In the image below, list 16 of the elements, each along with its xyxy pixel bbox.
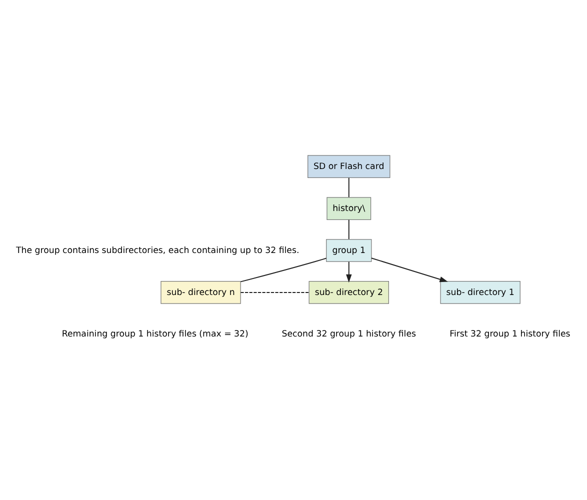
node-box: sub- directory n: [160, 280, 241, 304]
label: The group contains subdirectories, each containing up to 32 files.: [16, 245, 300, 256]
node-box: SD or Flash card: [308, 154, 390, 178]
node-label: Second 32 group 1 history files: [282, 329, 416, 340]
node-label: Remaining group 1 history files (max = 32): [62, 329, 248, 340]
connector: [240, 257, 327, 282]
node-box: group 1: [326, 238, 372, 262]
arrow: [370, 257, 448, 282]
connector: [348, 218, 350, 240]
arrow: [346, 260, 352, 282]
connector: [348, 176, 350, 198]
node-box: history\: [326, 196, 372, 220]
connector: [240, 291, 310, 292]
node-label: First 32 group 1 history files: [450, 329, 570, 340]
node-box: sub- directory 1: [440, 280, 520, 304]
node-box: sub- directory 2: [308, 280, 389, 304]
